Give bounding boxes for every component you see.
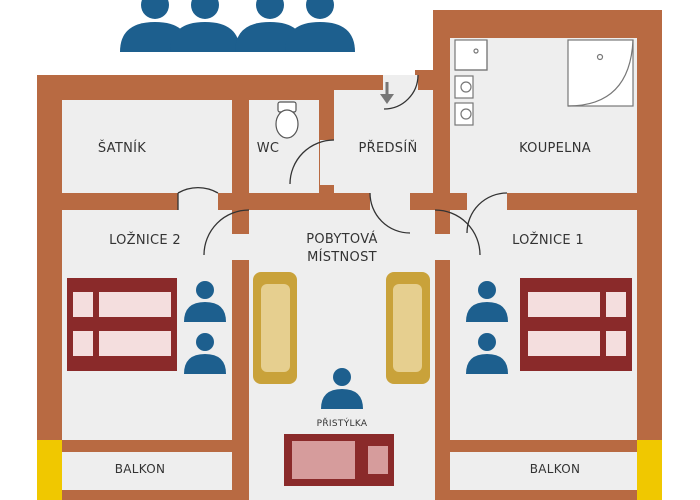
label-koupelna: KOUPELNA <box>519 141 591 156</box>
label-satnik: ŠATNÍK <box>98 140 146 156</box>
shower-small-icon <box>454 39 488 71</box>
room-labels: ŠATNÍK WC PŘEDSÍŇ KOUPELNA LOŽNICE 2 POB… <box>98 140 591 476</box>
floor-balkon-left <box>62 452 232 490</box>
door-pobytova-right <box>434 209 481 256</box>
door-loznice1 <box>466 192 508 234</box>
sink-icon <box>454 102 474 126</box>
occupancy-icons <box>120 0 355 52</box>
toilet-icon <box>275 101 299 139</box>
floor-satnik <box>62 100 232 193</box>
bathroom-fixtures <box>454 39 634 126</box>
person-icon <box>466 333 508 374</box>
door-wc <box>289 139 335 185</box>
sink-icon <box>454 75 474 99</box>
floor-balkon-right <box>450 452 637 490</box>
sofas <box>253 272 430 384</box>
label-pristylka: PŘISTÝLKA <box>317 417 368 429</box>
shower-large-icon <box>567 39 634 107</box>
door-predsin-bottom <box>369 192 411 234</box>
sofa-left <box>253 272 297 384</box>
sofa-right <box>386 272 430 384</box>
floor-predsin <box>334 90 433 193</box>
extra-bed <box>284 434 394 486</box>
label-wc: WC <box>257 141 280 156</box>
person-icon <box>466 281 508 322</box>
person-icon <box>184 281 226 322</box>
label-balkon-left: BALKON <box>115 462 166 476</box>
door-predsin-entry <box>383 74 419 110</box>
person-icon <box>184 333 226 374</box>
label-balkon-right: BALKON <box>530 462 581 476</box>
label-loznice2: LOŽNICE 2 <box>109 232 181 248</box>
door-swings <box>177 74 508 256</box>
label-predsin: PŘEDSÍŇ <box>358 140 417 156</box>
door-pobytova-left <box>203 209 250 256</box>
person-icon <box>170 0 240 52</box>
label-pobytova-2: MÍSTNOST <box>307 249 377 265</box>
entrance-arrow-icon <box>380 82 394 104</box>
bed-loznice2 <box>67 278 177 371</box>
label-pobytova-1: POBYTOVÁ <box>306 231 378 247</box>
balcony-rails <box>37 440 662 500</box>
bed-loznice1 <box>520 278 632 371</box>
door-satnik <box>177 186 219 210</box>
person-icon <box>285 0 355 52</box>
room-floors <box>62 38 637 500</box>
label-loznice1: LOŽNICE 1 <box>512 232 584 248</box>
person-icon <box>321 368 363 409</box>
room-persons <box>184 281 508 409</box>
